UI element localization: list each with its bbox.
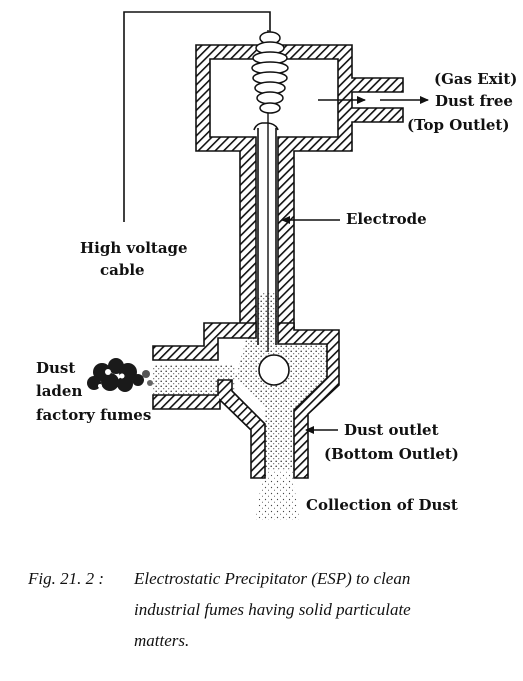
figure-number: Fig. 21. 2 :	[28, 569, 105, 588]
label-dust-outlet: Dust outlet	[344, 421, 439, 439]
label-electrode: Electrode	[346, 210, 427, 228]
label-collection: Collection of Dust	[306, 496, 458, 514]
high-voltage-cable	[123, 11, 271, 222]
label-high-voltage-1: High voltage	[80, 239, 188, 257]
label-bottom-outlet: (Bottom Outlet)	[324, 445, 459, 463]
caption-line-2: industrial fumes having solid particulat…	[134, 600, 411, 619]
label-dust-laden-2: laden	[36, 382, 83, 400]
label-high-voltage-2: cable	[100, 261, 145, 279]
label-top-outlet: (Top Outlet)	[407, 116, 510, 134]
precipitator-body	[152, 44, 404, 479]
fumes-cloud-icon	[87, 358, 153, 392]
caption-line-1: Electrostatic Precipitator (ESP) to clea…	[134, 569, 411, 588]
label-dust-laden-1: Dust	[36, 359, 76, 377]
dust-collection-spray	[255, 480, 300, 520]
electrode-tube	[253, 30, 290, 386]
label-dust-laden-3: factory fumes	[36, 406, 152, 424]
label-gas-exit: (Gas Exit)	[434, 70, 518, 88]
insulator-icon	[251, 31, 289, 114]
caption-line-3: matters.	[134, 631, 190, 650]
label-dust-free: Dust free	[435, 92, 513, 110]
